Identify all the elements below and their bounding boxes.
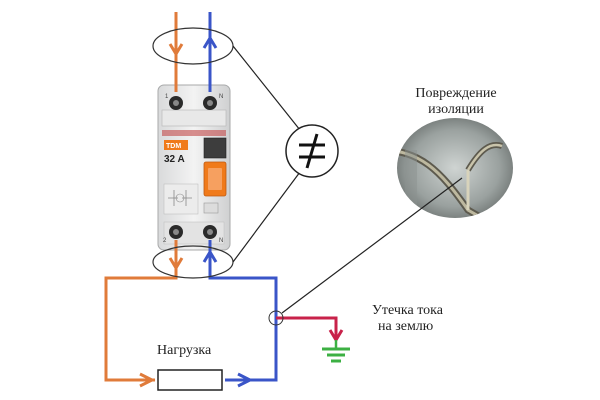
leak-pointer-line xyxy=(281,177,463,314)
brand-label: TDM xyxy=(166,143,181,150)
leak-path xyxy=(276,316,344,343)
insulation-damage-photo xyxy=(397,118,513,218)
brand-badge xyxy=(164,140,188,150)
insulation-damage-line-1: Повреждение xyxy=(415,86,497,101)
leakage-line-2: на землю xyxy=(378,319,434,334)
terminal-label-bottom-left: 2 xyxy=(163,238,167,244)
neutral-wire xyxy=(202,12,278,388)
connector-line-top xyxy=(232,45,301,131)
leakage-label: Утечка тока на землю xyxy=(372,303,443,335)
insulation-damage-label: Повреждение изоляции xyxy=(400,86,512,118)
terminal-label-bottom-right: N xyxy=(219,238,223,244)
ground-icon xyxy=(322,340,350,363)
rating-label: 32 A xyxy=(164,154,185,165)
load-label: Нагрузка xyxy=(157,343,212,358)
not-equal-icon xyxy=(285,124,339,178)
phase-wire xyxy=(104,12,184,388)
insulation-damage-line-2: изоляции xyxy=(428,102,484,117)
leakage-line-1: Утечка тока xyxy=(372,303,443,318)
rcd-breaker: 1 N 2 N TDM 32 A xyxy=(157,84,231,251)
leak-point-marker xyxy=(268,310,284,326)
terminal-label-top-left: 1 xyxy=(165,94,169,100)
terminal-label-top-right: N xyxy=(219,94,223,100)
load-resistor xyxy=(157,369,223,391)
input-current-ellipse xyxy=(152,27,234,65)
connector-line-bottom xyxy=(232,171,301,263)
output-current-ellipse xyxy=(152,245,234,279)
